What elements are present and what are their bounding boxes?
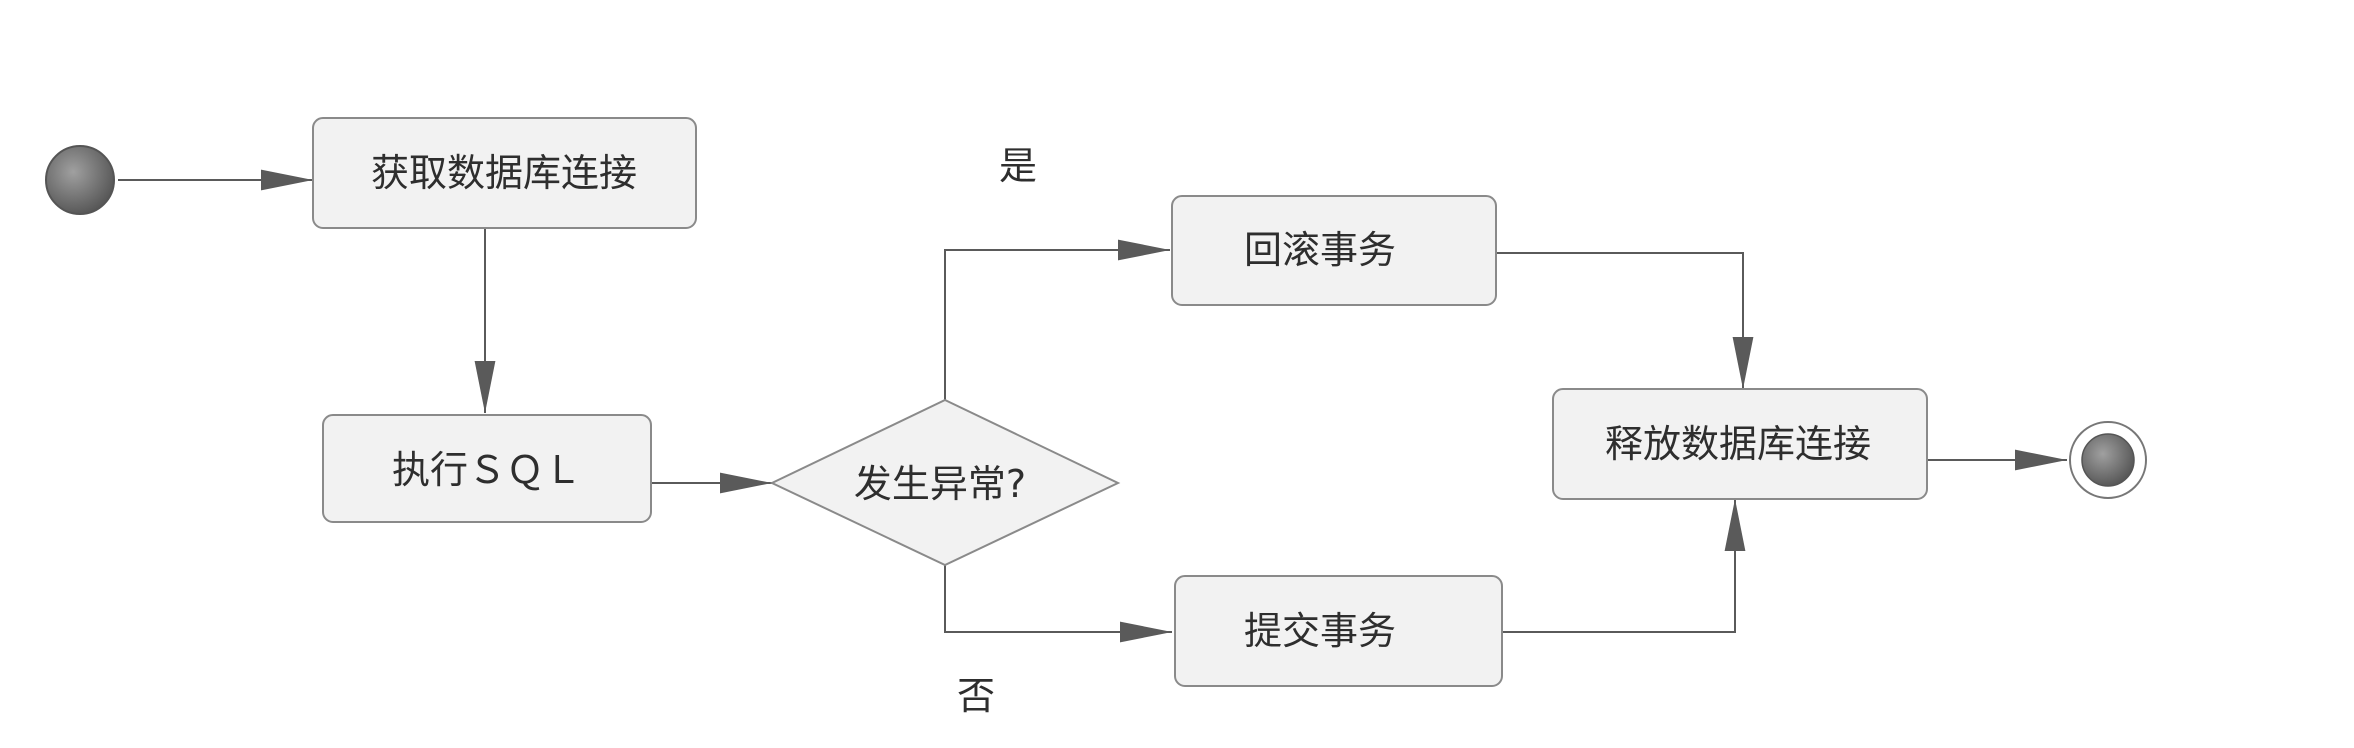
branch-label-yes: 是 — [999, 144, 1037, 188]
node-execute-sql: 执行ＳＱＬ — [322, 414, 652, 523]
edge-rollback-to-release — [1496, 252, 1754, 389]
edge-decision-to-rollback — [944, 239, 1170, 400]
branch-label-no: 否 — [957, 674, 995, 718]
node-release-connection-label: 释放数据库连接 — [1605, 422, 1871, 466]
node-get-connection-label: 获取数据库连接 — [371, 151, 637, 195]
node-exception-decision: 发生异常? — [769, 398, 1121, 567]
edge-decision-to-commit — [944, 565, 1172, 643]
node-get-connection: 获取数据库连接 — [312, 117, 697, 229]
node-commit-label: 提交事务 — [1244, 609, 1396, 653]
end-node — [2069, 421, 2147, 499]
node-execute-sql-label: 执行ＳＱＬ — [392, 448, 582, 492]
node-rollback: 回滚事务 — [1171, 195, 1497, 306]
node-exception-decision-label: 发生异常? — [854, 462, 1026, 506]
start-node — [45, 145, 115, 215]
node-release-connection: 释放数据库连接 — [1552, 388, 1928, 500]
edge-commit-to-release — [1500, 499, 1746, 633]
node-commit: 提交事务 — [1174, 575, 1503, 687]
node-rollback-label: 回滚事务 — [1244, 228, 1396, 272]
edges — [118, 169, 2067, 643]
